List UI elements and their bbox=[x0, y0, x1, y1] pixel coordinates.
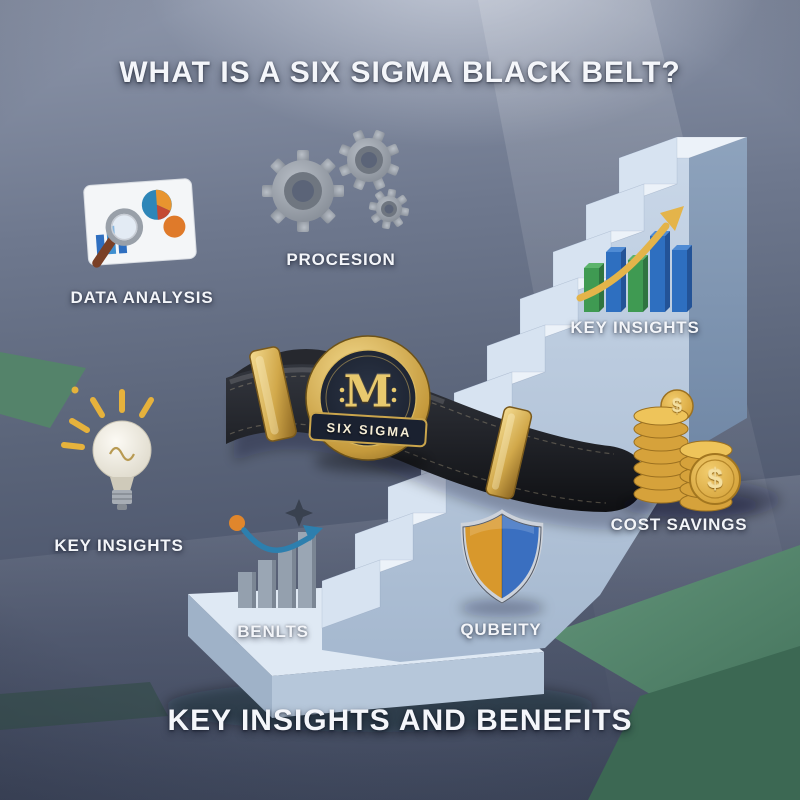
label-process: PROCESION bbox=[286, 250, 396, 269]
belt-plaque bbox=[308, 411, 428, 448]
growth-chart-bars bbox=[584, 231, 692, 312]
growth-arrow-icon bbox=[576, 222, 670, 302]
data-analysis-icon bbox=[83, 178, 197, 268]
green-ribbon-left bbox=[0, 352, 86, 428]
label-key-insights-left: KEY INSIGHTS bbox=[54, 536, 184, 555]
green-ribbon-bottom-left bbox=[0, 682, 168, 730]
page-title: WHAT IS A SIX SIGMA BLACK BELT? bbox=[119, 56, 681, 89]
belt-keeper-right bbox=[485, 406, 533, 500]
six-sigma-belt bbox=[226, 335, 653, 530]
growth-chart-icon bbox=[576, 206, 692, 312]
green-ribbon-bottom-right bbox=[548, 545, 800, 800]
dollar-coin bbox=[689, 453, 741, 505]
coin-stack-left bbox=[633, 406, 689, 504]
sparkle-icon bbox=[285, 499, 313, 527]
coins-icon bbox=[620, 389, 760, 517]
magnifier-icon bbox=[92, 208, 144, 268]
label-key-insights-right: KEY INSIGHTS bbox=[570, 318, 700, 337]
orange-marker bbox=[229, 515, 245, 531]
benefits-chart-icon bbox=[229, 499, 323, 608]
dollar-symbol-large: $ bbox=[707, 463, 723, 495]
belt-keeper-left bbox=[249, 346, 297, 442]
gears-icon bbox=[262, 129, 410, 232]
label-benefits: BENLTS bbox=[237, 622, 309, 641]
medallion-monogram: M bbox=[343, 366, 393, 418]
belt-medallion bbox=[305, 335, 431, 473]
lightbulb-icon bbox=[61, 386, 154, 510]
label-quality: QUBEITY bbox=[460, 620, 542, 639]
footer-title: KEY INSIGHTS AND BENEFITS bbox=[167, 704, 633, 737]
label-cost-savings: COST SAVINGS bbox=[610, 515, 748, 534]
label-data-analysis: DATA ANALYSIS bbox=[70, 288, 214, 307]
dollar-symbol-small: $ bbox=[671, 396, 683, 417]
stair-end-cap bbox=[689, 137, 747, 452]
